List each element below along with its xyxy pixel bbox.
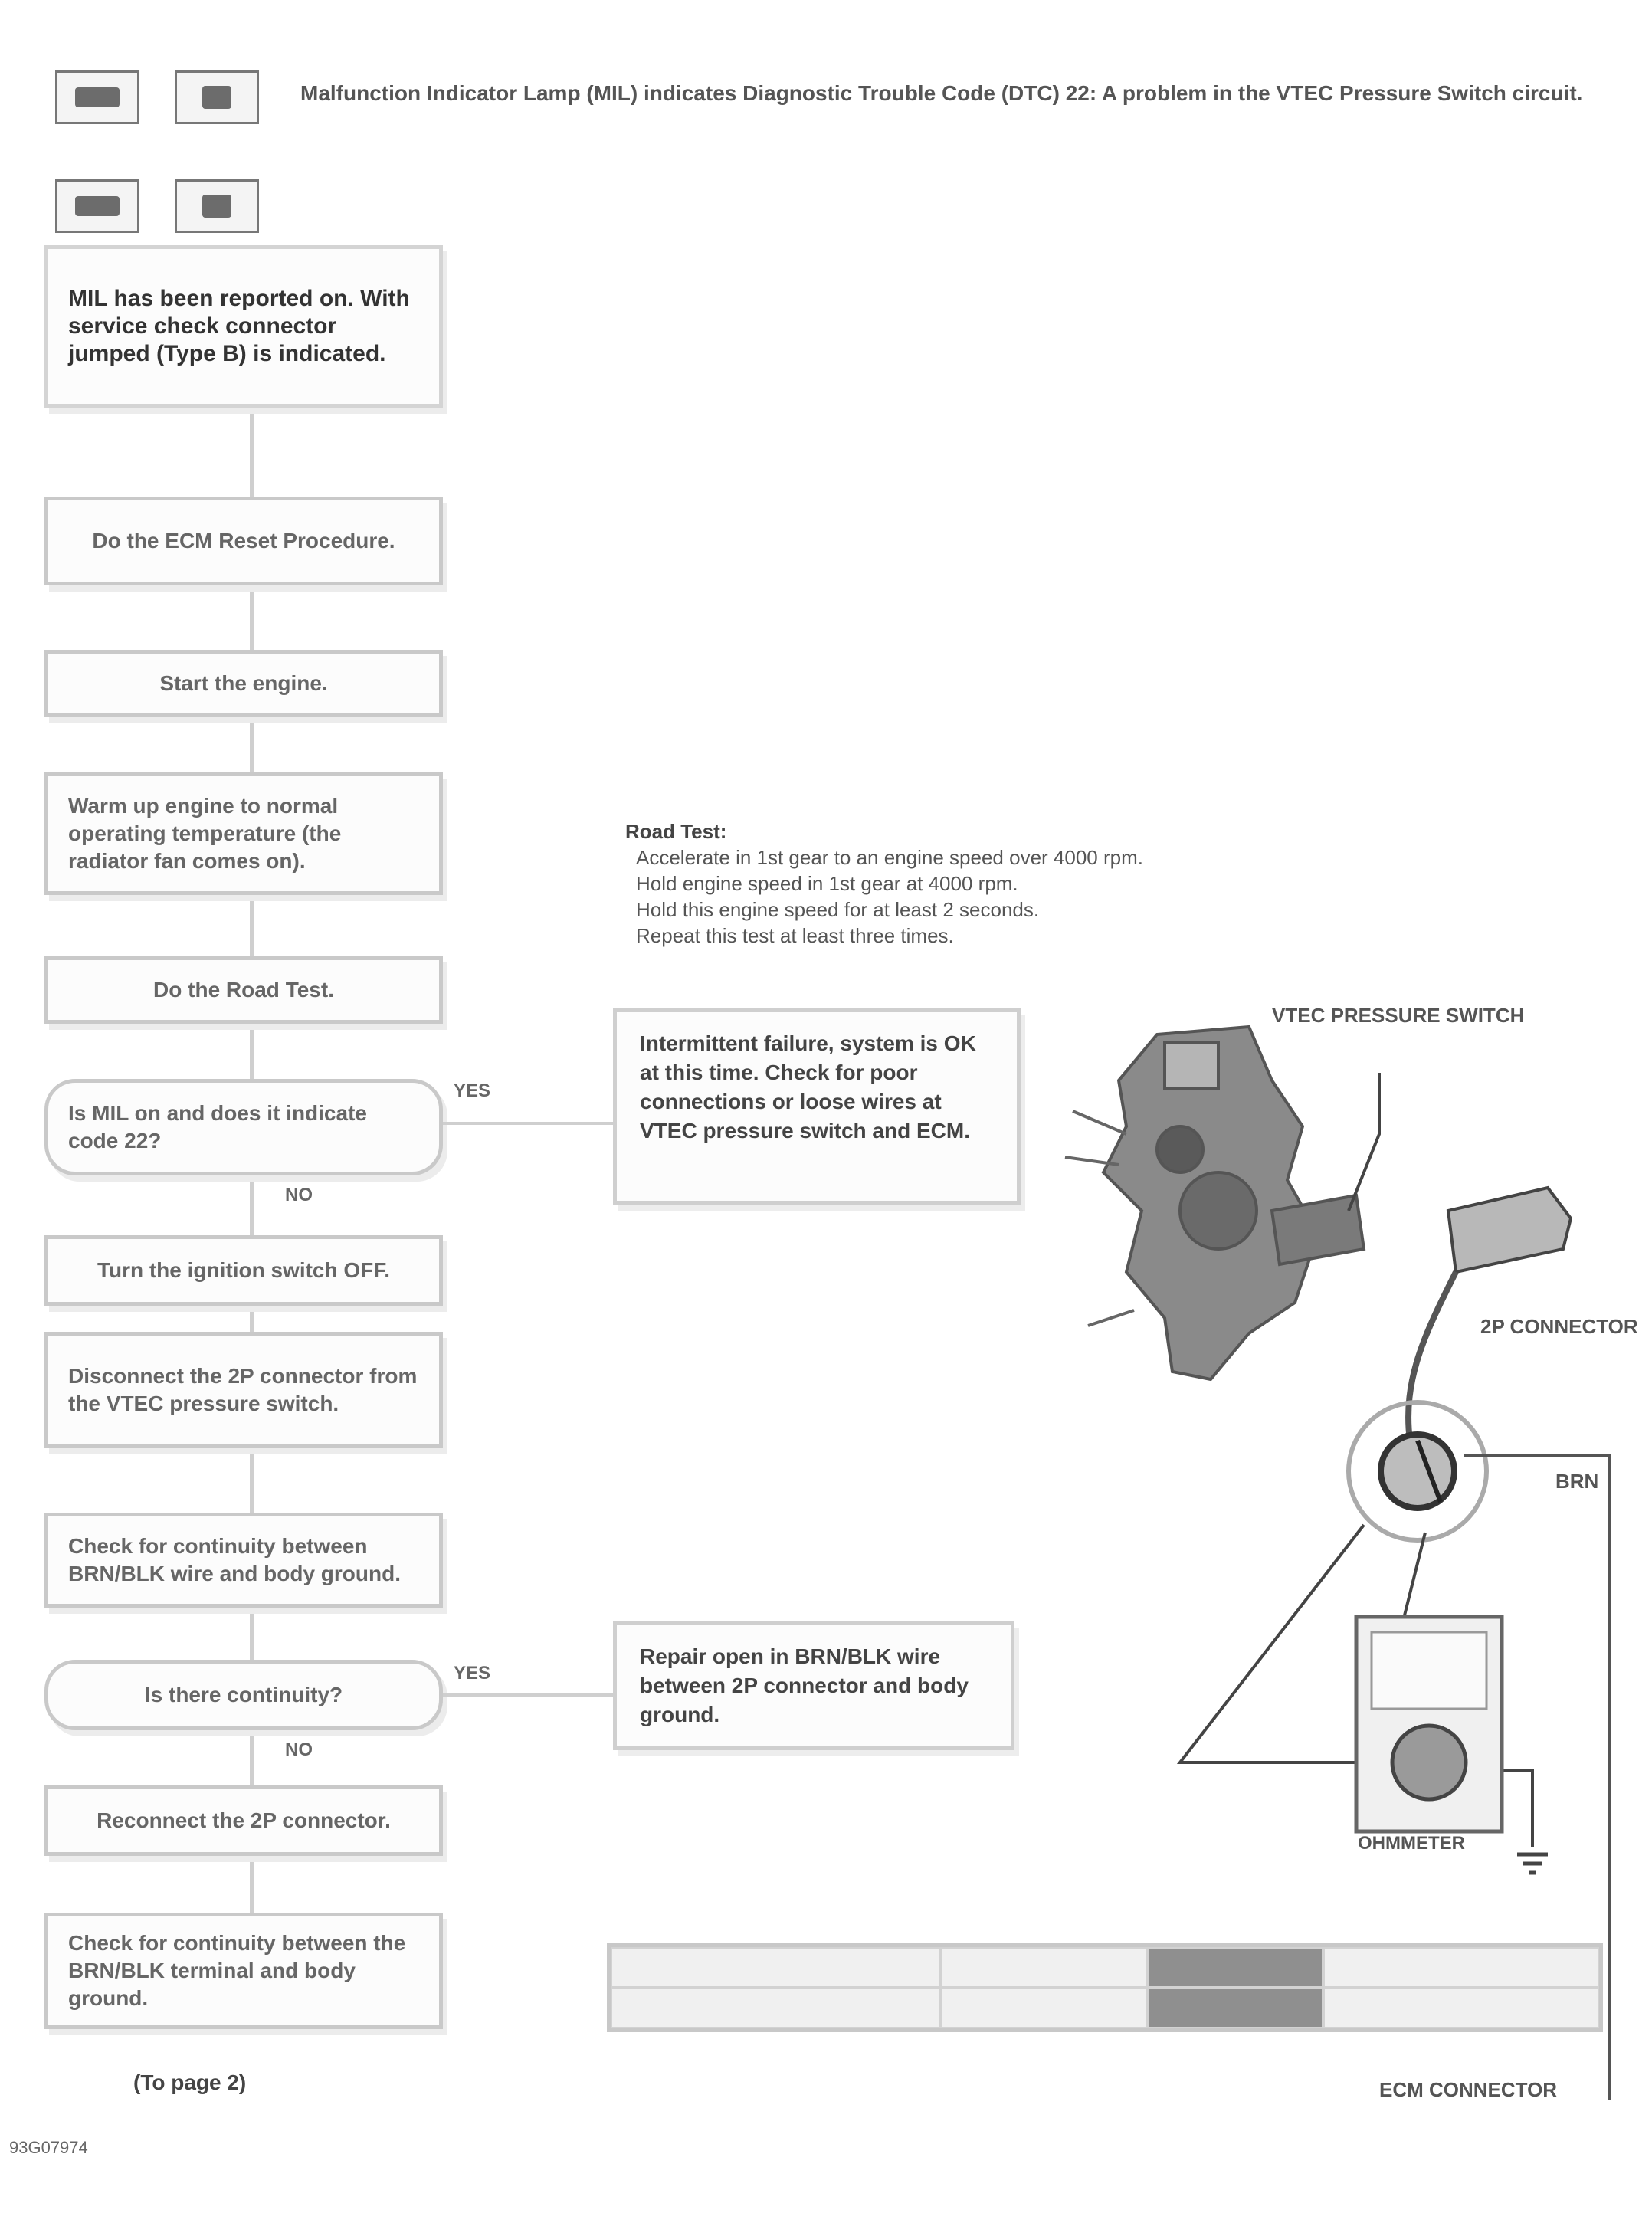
road-test-line: Hold engine speed in 1st gear at 4000 rp…: [636, 872, 1018, 895]
flow-step-5: Do the Road Test.: [44, 956, 443, 1024]
road-test-line: Accelerate in 1st gear to an engine spee…: [636, 846, 1143, 869]
flow-step-2: Do the ECM Reset Procedure.: [44, 497, 443, 585]
road-test-line: Repeat this test at least three times.: [636, 924, 954, 947]
figure-code: 93G07974: [9, 2138, 88, 2157]
flow-decision-1: Is MIL on and does it indicate code 22?: [44, 1079, 443, 1175]
flow-step-9: Reconnect the 2P connector.: [44, 1785, 443, 1856]
transmission-housing: [1064, 1025, 1320, 1382]
flow-step-1: MIL has been reported on. With service c…: [44, 245, 443, 408]
yes-label: YES: [454, 1080, 491, 1101]
flow-step-6: Turn the ignition switch OFF.: [44, 1235, 443, 1306]
wire-color-label: BRN: [1555, 1470, 1599, 1493]
no-label: NO: [285, 1185, 313, 1205]
connector-label: 2P CONNECTOR: [1480, 1315, 1638, 1338]
ecm-connector-label: ECM CONNECTOR: [1379, 2078, 1558, 2101]
leader-line: [1347, 1073, 1381, 1211]
wrench-icon: [55, 179, 139, 233]
road-test-line: Hold this engine speed for at least 2 se…: [636, 898, 1040, 921]
component-diagram: [1064, 1025, 1611, 2100]
ohmmeter-label: OHMMETER: [1358, 1833, 1465, 1854]
diagnostic-title: Malfunction Indicator Lamp (MIL) indicat…: [300, 81, 1583, 105]
wire-harness: [1405, 1270, 1459, 1441]
flow-step-7: Disconnect the 2P connector from the VTE…: [44, 1332, 443, 1448]
flow-step-10: Check for continuity between the BRN/BLK…: [44, 1913, 443, 2029]
road-test-note: Road Test: Accelerate in 1st gear to an …: [625, 818, 1143, 949]
probe-circle: [1346, 1400, 1489, 1543]
yes-label: YES: [454, 1663, 491, 1684]
branch-line: [443, 1693, 613, 1697]
flow-step-8: Check for continuity between BRN/BLK wir…: [44, 1513, 443, 1608]
result-repair-open: Repair open in BRN/BLK wire between 2P c…: [613, 1621, 1014, 1750]
no-label: NO: [285, 1739, 313, 1760]
continued-footer: (To page 2): [133, 2070, 247, 2094]
pressure-switch: [1270, 1193, 1366, 1267]
branch-line: [443, 1122, 613, 1125]
pressure-switch-label: VTEC PRESSURE SWITCH: [1272, 1004, 1525, 1027]
result-intermittent: Intermittent failure, system is OK at th…: [613, 1008, 1021, 1205]
wire-to-ecm: [1464, 1454, 1611, 2100]
flow-step-3: Start the engine.: [44, 650, 443, 717]
wrench-icon: [55, 70, 139, 124]
flow-decision-2: Is there continuity?: [44, 1660, 443, 1730]
ecm-connector-terminals: [607, 1943, 1603, 2032]
screwdriver-icon: [175, 179, 259, 233]
flow-connector: [250, 406, 254, 2023]
road-test-title: Road Test:: [625, 820, 727, 843]
flow-step-4: Warm up engine to normal operating tempe…: [44, 772, 443, 895]
connector-2p: [1446, 1185, 1573, 1274]
ground-symbol: [1517, 1852, 1548, 1875]
screwdriver-icon: [175, 70, 259, 124]
